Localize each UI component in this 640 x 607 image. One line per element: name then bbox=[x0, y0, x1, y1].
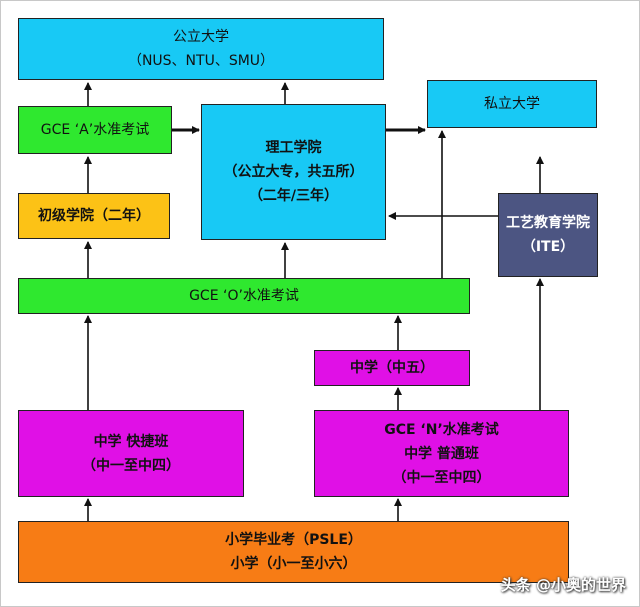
box-ite: 工艺教育学院 （ITE） bbox=[498, 193, 598, 277]
normal-stream-title: 中学 普通班 bbox=[404, 445, 479, 462]
box-primary-school: 小学毕业考（PSLE） 小学（小一至小六） bbox=[18, 521, 569, 583]
express-stream-title: 中学 快捷班 bbox=[93, 433, 169, 450]
polytechnic-subtitle: （公立大专，共五所） bbox=[223, 164, 364, 180]
gce-a-level-title: GCE ‘A’水准考试 bbox=[40, 122, 150, 138]
express-stream-years: （中一至中四） bbox=[82, 457, 180, 474]
box-secondary-five: 中学（中五） bbox=[314, 350, 470, 386]
primary-school-years: 小学（小一至小六） bbox=[230, 556, 357, 572]
box-private-university: 私立大学 bbox=[427, 80, 597, 128]
box-normal-stream: GCE ‘N’水准考试 中学 普通班 （中一至中四） bbox=[314, 410, 569, 497]
ite-subtitle: （ITE） bbox=[521, 239, 575, 255]
ite-title: 工艺教育学院 bbox=[506, 215, 590, 231]
box-polytechnic: 理工学院 （公立大专，共五所） （二年/三年） bbox=[201, 104, 386, 240]
junior-college-title: 初级学院（二年） bbox=[38, 208, 150, 224]
polytechnic-duration: （二年/三年） bbox=[248, 188, 339, 204]
box-public-university: 公立大学 （NUS、NTU、SMU） bbox=[18, 18, 384, 80]
psle-title: 小学毕业考（PSLE） bbox=[225, 532, 362, 548]
normal-stream-years: （中一至中四） bbox=[392, 469, 491, 486]
gce-o-level-title: GCE ‘O’水准考试 bbox=[189, 288, 299, 304]
polytechnic-title: 理工学院 bbox=[265, 140, 322, 156]
watermark: 头条 @小奥的世界 bbox=[500, 576, 626, 594]
box-junior-college: 初级学院（二年） bbox=[18, 193, 170, 239]
public-university-title: 公立大学 bbox=[173, 29, 229, 45]
gce-n-level-title: GCE ‘N’水准考试 bbox=[384, 421, 499, 438]
secondary-five-title: 中学（中五） bbox=[350, 360, 434, 376]
box-express-stream: 中学 快捷班 （中一至中四） bbox=[18, 410, 244, 497]
box-gce-o-level: GCE ‘O’水准考试 bbox=[18, 278, 470, 314]
private-university-title: 私立大学 bbox=[484, 96, 540, 112]
box-gce-a-level: GCE ‘A’水准考试 bbox=[18, 106, 172, 154]
public-university-subtitle: （NUS、NTU、SMU） bbox=[127, 53, 275, 69]
